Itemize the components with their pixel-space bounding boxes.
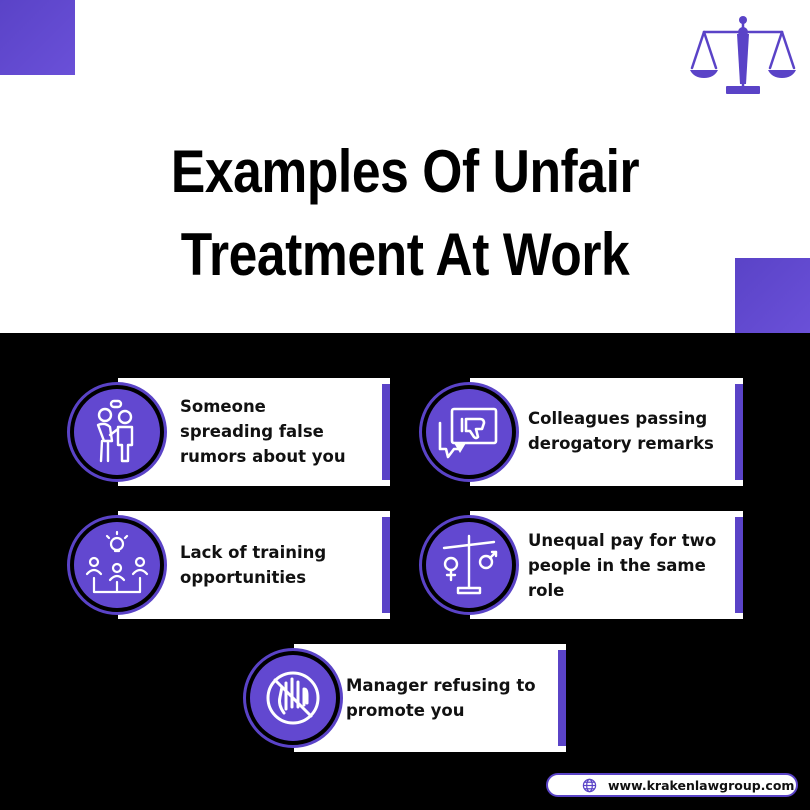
card-text: Someone spreading false rumors about you [180,397,346,466]
globe-icon [582,778,597,793]
card-text: Manager refusing to promote you [346,676,536,720]
thumbs-down-speech-icon [426,389,512,475]
title-line-1: Examples Of Unfair [170,138,640,205]
gender-pay-scale-icon [426,522,512,608]
stop-hand-icon [250,655,336,741]
card-text: Unequal pay for two people in the same r… [528,531,717,600]
card-accent-bar [735,517,743,613]
decorative-square-top-left [0,0,75,75]
training-group-lightbulb-icon [74,522,160,608]
card-text: Colleagues passing derogatory remarks [528,409,714,453]
card-derogatory-remarks: Colleagues passing derogatory remarks [470,378,743,486]
website-url-pill[interactable]: www.krakenlawgroup.com [546,773,798,797]
card-accent-bar [382,384,390,480]
card-accent-bar [382,517,390,613]
title-line-2: Treatment At Work [180,221,630,288]
gossiping-people-icon [74,389,160,475]
card-accent-bar [735,384,743,480]
card-text: Lack of training opportunities [180,543,327,587]
header-section [0,0,810,333]
website-url[interactable]: www.krakenlawgroup.com [608,778,795,793]
scales-of-justice-icon [690,16,796,94]
card-accent-bar [558,650,566,746]
decorative-square-right [735,258,810,333]
page-title: Examples Of Unfair Treatment At Work [57,130,754,296]
